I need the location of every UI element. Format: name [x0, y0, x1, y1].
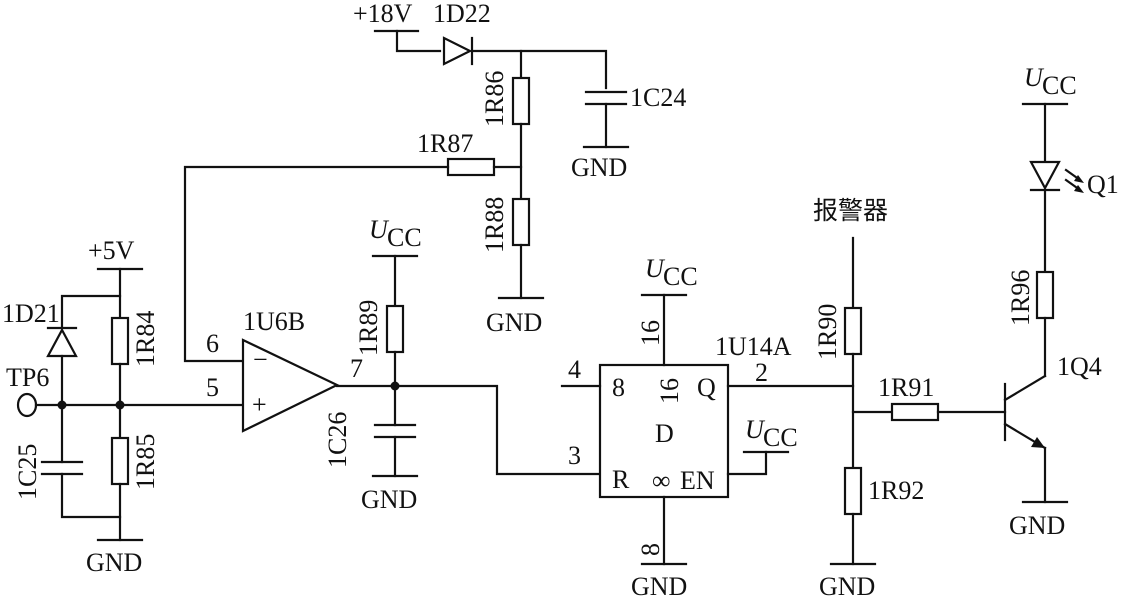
diode-1d21: [46, 327, 78, 358]
resistor-1r87: [446, 157, 496, 177]
label-1r89: 1R89: [354, 300, 383, 356]
diode-1d22: [442, 36, 473, 66]
wire-5v-d21: [60, 294, 122, 330]
led-q1: [1029, 160, 1061, 191]
box-pin16: 16: [655, 378, 684, 404]
led-ray-1-head: [1074, 175, 1084, 183]
label-pin8: 8: [636, 543, 665, 556]
label-pin7: 7: [350, 354, 363, 383]
label-1r86: 1R86: [480, 71, 509, 127]
resistor-1r89: [385, 304, 405, 354]
label-pin6: 6: [206, 329, 219, 358]
label-gnd-input: GND: [86, 548, 142, 577]
box-pin8: 8: [612, 373, 625, 402]
label-1r92: 1R92: [868, 476, 924, 505]
box-infinity: ∞: [652, 466, 671, 495]
label-5v: +5V: [88, 236, 135, 265]
opamp-triangle: [241, 338, 340, 433]
led-ray-2-head: [1074, 185, 1084, 193]
label-alarm: 报警器: [813, 196, 888, 225]
label-1r96: 1R96: [1006, 270, 1035, 326]
label-gnd-c26: GND: [361, 485, 417, 514]
opamp-output-section: U CC 1R89 GND: [335, 215, 602, 514]
label-ucc-r89-sub: CC: [387, 223, 422, 252]
input-section: +5V 1D21 1R84 1R85 GND TP6 1C25: [2, 236, 249, 577]
label-pin3: 3: [568, 441, 581, 470]
label-pin4: 4: [568, 355, 581, 384]
label-1r91: 1R91: [878, 373, 934, 402]
testpoint-tp6[interactable]: [16, 392, 38, 418]
label-gnd-c24: GND: [571, 153, 627, 182]
box-r: R: [612, 465, 630, 494]
label-1u6b: 1U6B: [243, 307, 305, 336]
label-1d22: 1D22: [433, 0, 491, 28]
label-ucc-led: U: [1024, 63, 1045, 92]
label-ucc-pin16: U: [645, 254, 666, 283]
label-1u14a: 1U14A: [715, 332, 792, 361]
label-1q4: 1Q4: [1057, 352, 1102, 381]
opamp-plus: +: [252, 390, 267, 419]
label-ucc-en: U: [745, 415, 766, 444]
wire-d22-c24: [470, 49, 608, 90]
transistor-emitter-arrow: [1031, 437, 1045, 448]
label-ucc-pin16-sub: CC: [663, 262, 698, 291]
label-ucc-r89: U: [369, 215, 390, 244]
resistor-1r85: [110, 436, 130, 486]
label-pin5: 5: [206, 373, 219, 402]
label-tp6: TP6: [6, 363, 49, 392]
label-q1: Q1: [1087, 170, 1119, 199]
wire-en: [726, 450, 768, 476]
box-en: EN: [680, 466, 715, 495]
label-ucc-en-sub: CC: [763, 423, 798, 452]
ic-1u14a-body: [598, 363, 730, 499]
resistor-1r88: [511, 197, 531, 247]
resistor-1r84: [110, 316, 130, 366]
supply-18v-section: +18V 1D22 1C24 GND 1R86 1R88 GND 1R87: [183, 0, 686, 363]
junction-r84: [115, 400, 125, 410]
label-1r85: 1R85: [131, 434, 160, 490]
alarm-section: 报警器 1R90 1R91 1R92 GND: [813, 196, 1007, 600]
label-ucc-led-sub: CC: [1042, 71, 1077, 100]
label-pin2: 2: [755, 358, 768, 387]
label-gnd-q4: GND: [1009, 511, 1065, 540]
transistor-collector: [1003, 374, 1047, 402]
label-1r88: 1R88: [480, 197, 509, 253]
label-gnd-pin8: GND: [631, 572, 687, 600]
opamp-1u6b: − + 1U6B 6 5 7 1C26: [206, 307, 363, 468]
resistor-1r90: [843, 306, 863, 356]
box-d: D: [655, 419, 674, 448]
wire-c25-gnd: [60, 472, 122, 519]
resistor-1r86: [511, 76, 531, 126]
opamp-minus: −: [253, 345, 268, 374]
label-gnd-r88: GND: [486, 308, 542, 337]
label-gnd-r92: GND: [819, 572, 875, 600]
led-driver-section: U CC Q1 1R96 1Q4 GND: [1003, 63, 1119, 540]
box-q: Q: [697, 373, 716, 402]
wire-18v: [395, 29, 442, 53]
label-pin16: 16: [636, 320, 665, 346]
label-1d21: 1D21: [2, 299, 60, 328]
wire-feedback-pin6: [183, 165, 450, 363]
label-18v: +18V: [353, 0, 413, 28]
resistor-1r96: [1035, 270, 1055, 320]
ic-1u14a: 8 16 Q D R ∞ EN 1U14A 4 3 U CC 16 8 GND …: [560, 254, 855, 600]
label-1c26: 1C26: [323, 412, 352, 468]
wire-out-to-r: [335, 384, 602, 476]
label-1r90: 1R90: [813, 304, 842, 360]
label-1c24: 1C24: [630, 83, 686, 112]
label-1c25: 1C25: [13, 444, 42, 500]
label-1r87: 1R87: [417, 129, 473, 158]
resistor-1r92: [843, 466, 863, 516]
label-1r84: 1R84: [131, 311, 160, 367]
resistor-1r91: [890, 402, 940, 422]
